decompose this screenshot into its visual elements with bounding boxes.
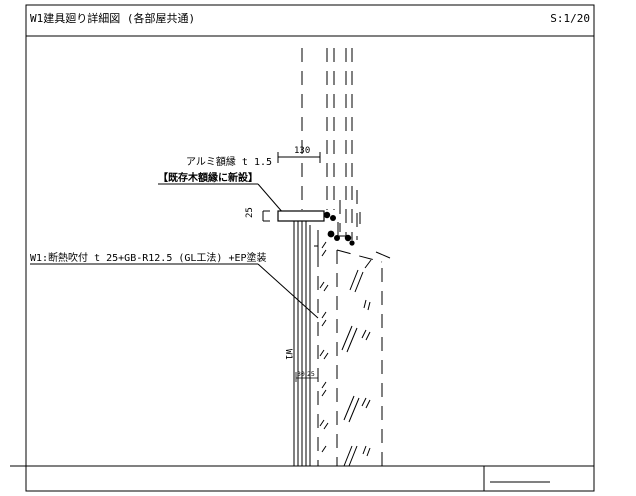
wall-tag-label: W1 [283, 349, 293, 360]
wall-layers [293, 221, 311, 466]
new-on-trim-label: 【既存木額縁に新設】 [158, 171, 258, 184]
diagonal-hatch [341, 259, 372, 467]
dimension-25-small-label: 25 [307, 370, 315, 378]
aluminum-trim-label: アルミ額縁 t 1.5 [186, 155, 272, 168]
dimension-30-label: 30 [297, 370, 305, 378]
wall-spec-leader [257, 263, 319, 319]
sheet-border [25, 4, 595, 492]
dimension-25-label: 25 [245, 207, 255, 218]
dimension-25 [262, 210, 270, 222]
insulation-hatch [319, 241, 329, 453]
aluminum-trim-cap [277, 210, 325, 222]
insulation-boundary [317, 230, 383, 466]
dimension-130 [277, 152, 321, 163]
drawing-title: W1建具廻り詳細図 (各部屋共通) [30, 11, 195, 25]
sealant-beads [323, 211, 355, 246]
hidden-lines [301, 48, 358, 240]
drawing-scale: S:1/20 [550, 12, 590, 25]
dimension-30-25 [295, 372, 319, 382]
frame-details [314, 212, 391, 259]
trim-leader [257, 183, 285, 215]
dimension-130-label: 130 [294, 146, 310, 156]
wall-spec-label: W1:断熱吹付 t 25+GB-R12.5 (GL工法) +EP塗装 [30, 251, 267, 264]
